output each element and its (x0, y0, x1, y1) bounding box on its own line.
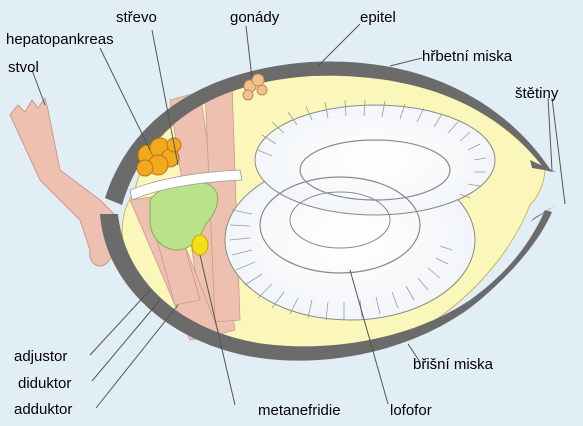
label-epitel: epitel (360, 10, 396, 25)
pedicle (10, 98, 120, 266)
label-strevo: střevo (116, 10, 157, 25)
label-metanefridie: metanefridie (258, 403, 341, 418)
label-gonady: gonády (230, 10, 279, 25)
metanephridium (192, 235, 208, 255)
label-adduktor: adduktor (14, 402, 72, 417)
label-brisni-miska: břišní miska (413, 357, 493, 372)
label-hrbetni-miska: hřbetní miska (422, 49, 512, 64)
label-stetiny: štětiny (515, 86, 558, 101)
label-hepatopankreas: hepatopankreas (6, 32, 114, 47)
label-adjustor: adjustor (14, 349, 67, 364)
label-diduktor: diduktor (18, 376, 71, 391)
label-lofofor: lofofor (390, 403, 432, 418)
label-stvol: stvol (8, 60, 39, 75)
